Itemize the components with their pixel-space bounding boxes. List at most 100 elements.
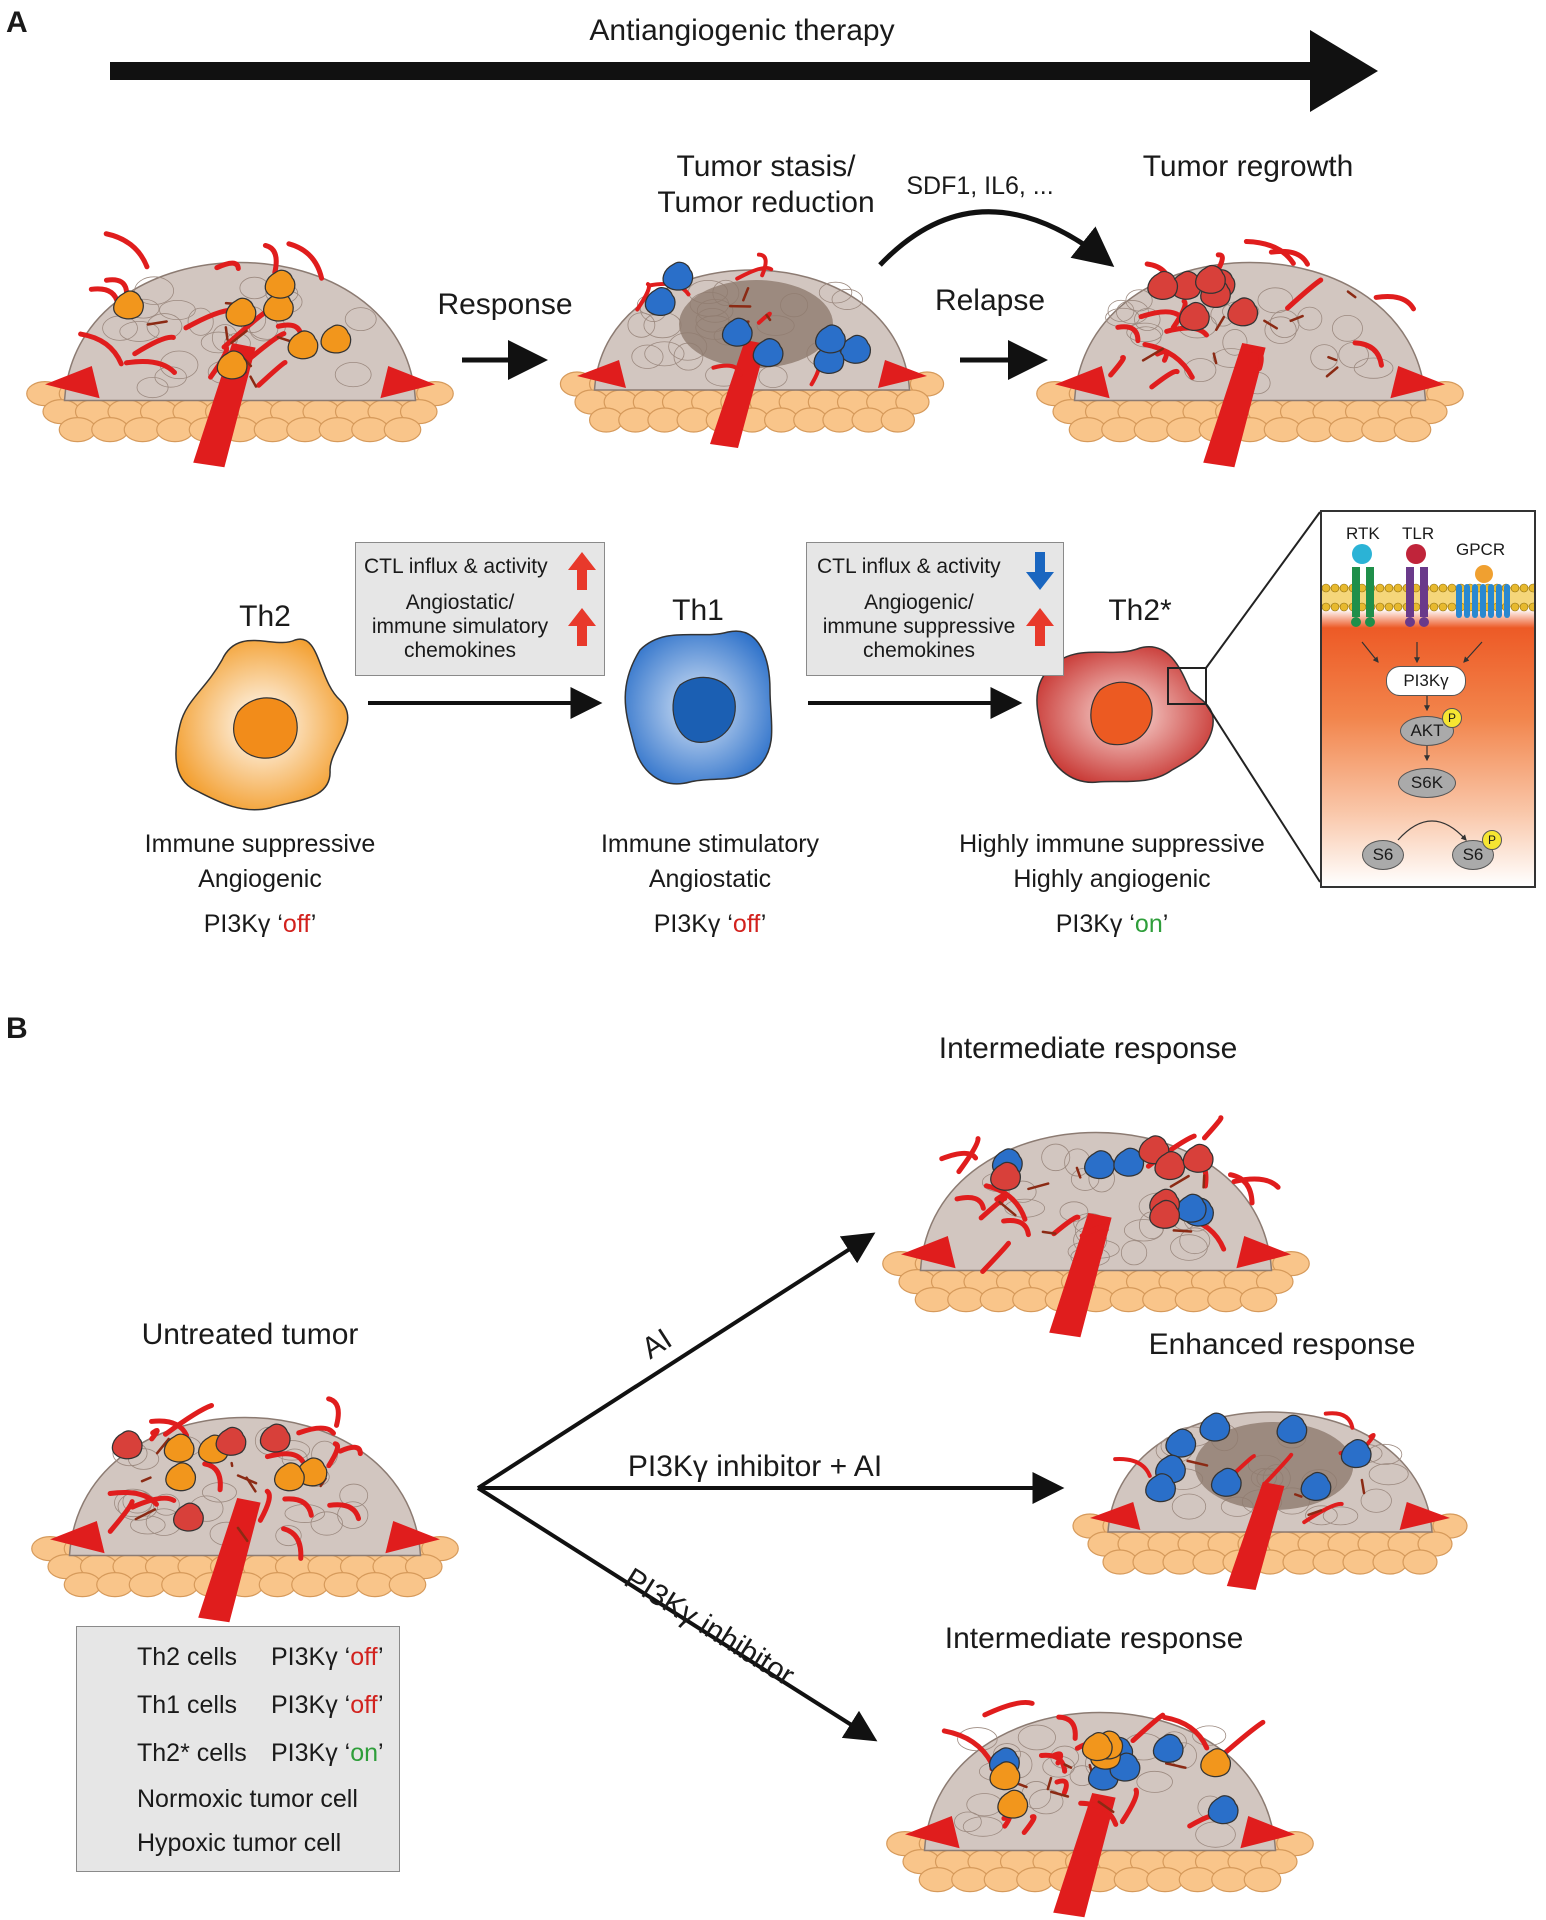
th2star-cell-icon <box>1179 302 1210 331</box>
th2star-cell-icon <box>1154 1151 1186 1181</box>
th2-cell-icon <box>225 297 257 327</box>
th2-cell-icon <box>287 330 319 360</box>
tlr-receptor-icon <box>1405 544 1429 627</box>
pi3k-suffix: ’ <box>760 910 767 938</box>
th1-name: Th1 <box>672 594 724 627</box>
legend-pi3k: PI3Kγ ‘off’ <box>271 1691 384 1720</box>
th2star-cell-icon <box>173 1502 204 1532</box>
cytokine-label: SDF1, IL6, ... <box>906 172 1054 200</box>
pi3k-prefix: PI3Kγ ‘ <box>271 1643 351 1671</box>
th1-desc1: Immune stimulatory <box>600 830 820 858</box>
tlr-label: TLR <box>1402 524 1435 543</box>
th1-cell-icon <box>752 338 784 368</box>
box1-line4: chemokines <box>403 639 517 662</box>
th1-nucleus <box>672 676 736 743</box>
th2-cell-icon <box>113 290 144 320</box>
phospho-icon: P <box>1482 830 1502 850</box>
legend-row-th1: Th1 cells PI3Kγ ‘off’ <box>85 1685 395 1725</box>
th1-cell-icon <box>1340 1439 1372 1469</box>
legend-label: Th1 cells <box>137 1691 238 1719</box>
th1-cell-icon <box>1145 1473 1176 1503</box>
th2-cell-icon <box>274 1462 305 1492</box>
box2-line4: chemokines <box>862 639 976 662</box>
th2-cell-icon <box>216 350 248 380</box>
th2-cell-icon <box>989 1761 1021 1791</box>
legend-pi3k: PI3Kγ ‘off’ <box>271 1643 384 1672</box>
th2star-cell-icon <box>215 1426 247 1456</box>
th1-pi3k-state: PI3Kγ ‘off’ <box>654 910 767 939</box>
th2-cell-icon <box>264 269 296 299</box>
box1-line2: Angiostatic/ <box>405 591 515 614</box>
th2star-desc1: Highly immune suppressive <box>959 830 1265 858</box>
th2-cell-icon <box>320 324 352 354</box>
legend-label: Hypoxic tumor cell <box>137 1829 342 1857</box>
legend-label: Th2 cells <box>137 1643 238 1671</box>
tumor-intermediate-inhibitor <box>886 1699 1314 1918</box>
th2-cell-icon <box>1200 1748 1232 1778</box>
pi3k-state-off: off <box>350 1691 378 1719</box>
pi3k-node: PI3Kγ <box>1386 666 1466 696</box>
legend-pi3k: PI3Kγ ‘on’ <box>271 1739 384 1768</box>
therapy-arrow <box>110 30 1378 112</box>
chemokine-box-th2star: CTL influx & activity Angiogenic/ immune… <box>806 542 1064 676</box>
th1-cell-icon <box>1276 1414 1308 1444</box>
th1-cell-icon <box>644 287 676 317</box>
th2-cell-icon <box>1081 1732 1113 1762</box>
rtk-label: RTK <box>1346 524 1380 543</box>
pi3k-suffix: ’ <box>378 1739 384 1767</box>
rtk-receptor-icon <box>1351 544 1375 627</box>
pi3k-suffix: ’ <box>310 910 317 938</box>
pi3k-state-on: on <box>1134 910 1163 938</box>
box2-line2: Angiogenic/ <box>864 591 974 614</box>
th2-desc1: Immune suppressive <box>144 830 376 858</box>
th2star-nucleus <box>1090 681 1153 746</box>
pi3k-suffix: ’ <box>378 1643 384 1671</box>
pi3k-prefix: PI3Kγ ‘ <box>1055 910 1135 938</box>
th2star-cell-icon <box>111 1430 143 1460</box>
tumor-stasis <box>559 252 945 448</box>
intermediate-top-title: Intermediate response <box>938 1032 1238 1065</box>
ai-arrow <box>476 1232 876 1490</box>
legend-row-th2: Th2 cells PI3Kγ ‘off’ <box>85 1637 395 1677</box>
th2star-name: Th2* <box>1108 594 1172 627</box>
stage2-title-line1: Tumor stasis/ <box>676 150 856 183</box>
chemokine-box-th1: CTL influx & activity Angiostatic/ immun… <box>355 542 605 676</box>
intermediate-bottom-title: Intermediate response <box>944 1622 1244 1655</box>
untreated-title: Untreated tumor <box>141 1318 359 1351</box>
s6-phospho-node: S6 <box>1452 840 1494 870</box>
membrane-receptors <box>1322 544 1534 841</box>
tumor-enhanced <box>1072 1411 1468 1590</box>
th1-cell-icon <box>1199 1412 1231 1442</box>
box2-line3: immune suppressive <box>822 615 1016 638</box>
th2star-cell-icon <box>1147 271 1179 300</box>
inset-zoom-line-top <box>1205 511 1321 669</box>
stage3-title: Tumor regrowth <box>1142 150 1354 183</box>
pi3k-suffix: ’ <box>378 1691 384 1719</box>
pi3k-state-off: off <box>282 910 311 938</box>
legend: Th2 cells PI3Kγ ‘off’ Th1 cells PI3Kγ ‘o… <box>76 1626 400 1872</box>
tumor-intermediate-ai <box>882 1115 1310 1338</box>
pi3k-prefix: PI3Kγ ‘ <box>271 1691 351 1719</box>
legend-row-hypoxic: Hypoxic tumor cell <box>85 1823 395 1863</box>
th1-cell-icon <box>1084 1150 1115 1180</box>
phospho-icon: P <box>1442 708 1462 728</box>
legend-label: Th2* cells <box>137 1739 247 1767</box>
th2star-cell-icon <box>1227 297 1259 327</box>
th1-cell-icon <box>1165 1428 1197 1458</box>
panel-b-label: B <box>6 1012 28 1045</box>
tumor-untreated-b <box>31 1396 459 1623</box>
tumor-untreated-a <box>26 231 454 468</box>
combo-arrow-label: PI3Kγ inhibitor + AI <box>627 1450 883 1483</box>
th2-nucleus <box>233 697 298 759</box>
inhibitor-arrow <box>476 1486 878 1742</box>
pi3k-prefix: PI3Kγ ‘ <box>203 910 283 938</box>
legend-row-normoxic: Normoxic tumor cell <box>85 1779 395 1819</box>
th2-cell-icon <box>165 1462 197 1492</box>
th1-cell-icon <box>1207 1795 1239 1825</box>
box1-line3: immune simulatory <box>371 615 549 638</box>
pi3k-state-on: on <box>350 1739 379 1767</box>
th2star-desc2: Highly angiogenic <box>1013 865 1211 893</box>
pi3k-suffix: ’ <box>1162 910 1169 938</box>
th2star-cell-icon <box>1149 1199 1181 1229</box>
stage2-title-line2: Tumor reduction <box>657 186 875 219</box>
